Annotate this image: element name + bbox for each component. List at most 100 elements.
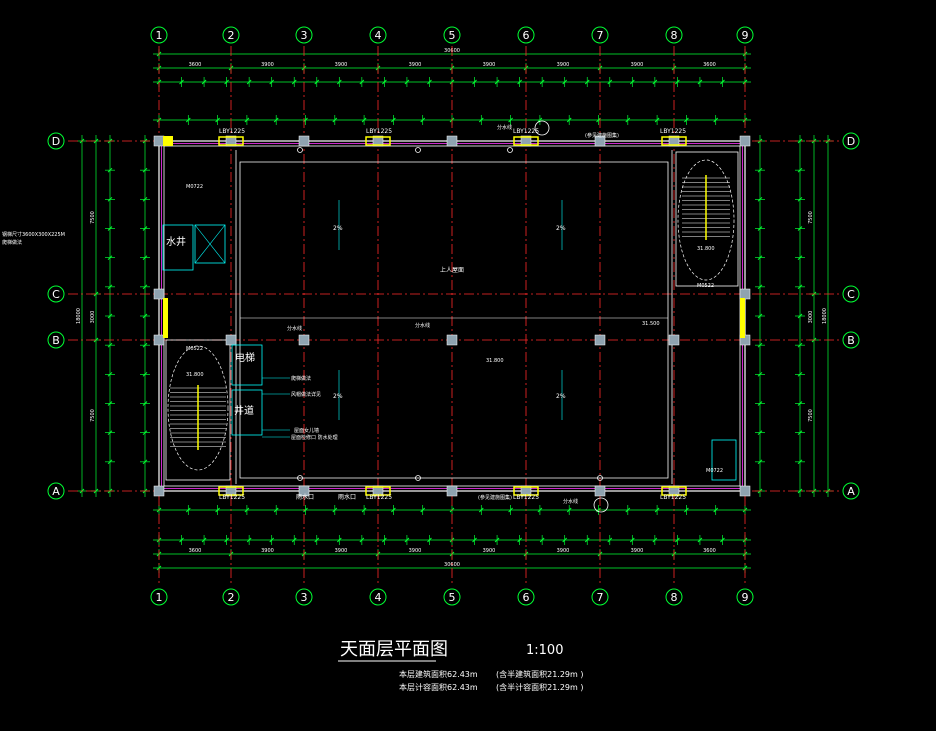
bottom-detail-dim-2-slash (508, 507, 513, 513)
top-detail-dim-2-slash (215, 117, 220, 123)
top-bay-dim-label: 3900 (557, 62, 570, 68)
left-bay-dim-label: 7500 (90, 409, 96, 422)
right-detail-dim-2-slash (757, 430, 763, 436)
slope-mark: 2% (333, 225, 343, 232)
window-opening (513, 136, 539, 146)
grid-bubble-label: 1 (156, 591, 163, 604)
right-detail-dim-slash (797, 371, 803, 377)
grid-bubble-label: 7 (597, 591, 604, 604)
grid-bubble (665, 26, 683, 44)
grid-bubble (222, 588, 240, 606)
bottom-detail-dim-slash (224, 537, 229, 543)
bottom-bay-dim-label: 3900 (409, 548, 422, 554)
grid-bubble (591, 588, 609, 606)
right-detail-dim-2-slash (757, 371, 763, 377)
right-detail-dim-slash (797, 401, 803, 406)
shaft-box (231, 389, 263, 436)
bottom-detail-dim-2-slash (684, 507, 689, 513)
bottom-bay-dim-label: 3900 (557, 548, 570, 554)
top-detail-dim-slash (224, 79, 229, 85)
top-detail-dim-slash (359, 79, 365, 85)
bottom-detail-dim-slash (562, 537, 568, 543)
top-bay-dim-label: 3900 (483, 62, 496, 68)
box-diagonal (194, 224, 226, 264)
water-tank-label: 水井 (166, 235, 186, 248)
window-opening (661, 486, 687, 496)
right-detail-dim-slash (797, 138, 803, 144)
left-detail-dim-2-slash (142, 284, 148, 290)
bottom-bay-dim-label: 3600 (189, 548, 202, 554)
bottom-detail-dim-slash (314, 537, 320, 543)
right-detail-dim-2-slash (757, 167, 763, 173)
grid-bubble-label: 4 (375, 29, 382, 42)
level-mark: 31.500 (642, 321, 660, 327)
grid-bubble-label: 8 (671, 591, 678, 604)
bottom-detail-dim-slash (404, 537, 410, 543)
top-detail-dim-2-slash (625, 117, 631, 123)
structural-column (225, 334, 237, 346)
left-detail-dim-2-slash (142, 401, 148, 406)
axis-layer (68, 46, 842, 585)
structural-column (298, 334, 310, 346)
structural-column (446, 135, 458, 147)
bottom-detail-dim-slash (629, 537, 635, 543)
detail-layer (162, 120, 737, 513)
grid-bubble-label: 3 (301, 29, 308, 42)
window-tag: LBY1225 (513, 494, 539, 501)
drawing-title: 天面层平面图 (340, 639, 448, 660)
left-total-dim-label: 18000 (76, 308, 82, 324)
left-detail-dim-2-slash (142, 371, 148, 377)
left-bay-dim-label: 3000 (90, 311, 96, 324)
bottom-detail-dim-2-slash (596, 507, 601, 513)
left-detail-dim-2-slash (142, 430, 148, 436)
bottom-detail-dim-slash (336, 537, 342, 543)
right-detail-dim-slash (797, 488, 803, 494)
water-tank-box (162, 224, 194, 271)
grid-bubble (736, 26, 754, 44)
bottom-detail-dim-2-slash (537, 507, 543, 513)
structural-column (594, 334, 606, 346)
grid-bubble (369, 26, 387, 44)
structural-column (153, 135, 165, 147)
grid-bubble-label: 9 (742, 591, 749, 604)
grid-bubble (517, 26, 535, 44)
top-bay-dim-label: 3900 (261, 62, 274, 68)
window-opening (661, 136, 687, 146)
bottom-detail-dim-2-slash (478, 507, 484, 513)
bottom-bay-dim-label: 3900 (261, 548, 274, 554)
top-detail-dim-2-slash (332, 117, 338, 123)
grid-bubble (443, 26, 461, 44)
structural-column (668, 334, 680, 346)
top-detail-dim-slash (246, 79, 252, 85)
slope-mark: 2% (556, 393, 566, 400)
elevator-box (231, 344, 263, 386)
window-tag: LBY1225 (366, 128, 392, 135)
level-mark: 31.800 (697, 246, 715, 252)
roof-drain (415, 147, 421, 153)
top-bay-dim-label: 3600 (703, 62, 716, 68)
right-detail-dim-slash (797, 167, 803, 173)
grid-bubble-label: 2 (228, 29, 235, 42)
bottom-detail-dim-slash (472, 537, 477, 543)
right-detail-dim-2-slash (757, 255, 763, 261)
top-detail-dim-slash (629, 79, 635, 85)
door-tag: M0522 (697, 283, 714, 289)
grid-bubble-label: 5 (449, 591, 456, 604)
top-detail-dim-2-slash (508, 117, 513, 123)
top-detail-dim-slash (539, 79, 545, 85)
drain-label: 雨水口 (338, 493, 356, 501)
left-detail-dim-slash (107, 430, 113, 436)
right-bay-dim-label: 7500 (808, 211, 814, 224)
stair-landing (167, 345, 229, 471)
grid-bubble (369, 588, 387, 606)
structural-column (739, 288, 751, 300)
wall-layer (153, 135, 751, 497)
bottom-detail-dim-2-slash (713, 507, 719, 513)
bottom-bay-dim-label: 3600 (703, 548, 716, 554)
window-opening (365, 486, 391, 496)
structural-column (372, 135, 384, 147)
level-mark: 31.800 (186, 372, 204, 378)
door-tag: M0722 (186, 184, 203, 190)
small-room-box (711, 439, 737, 481)
bottom-detail-dim-2-slash (332, 507, 338, 513)
